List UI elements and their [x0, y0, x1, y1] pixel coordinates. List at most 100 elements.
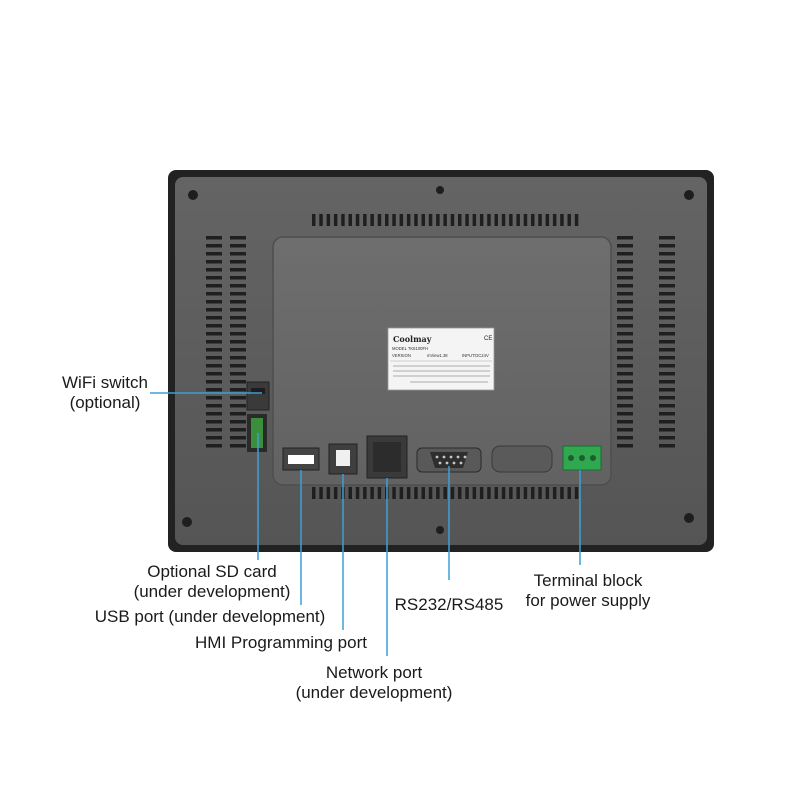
vent-slot	[206, 244, 222, 248]
vent-slot	[206, 252, 222, 256]
vent-slot	[552, 487, 557, 499]
vent-slot	[436, 487, 440, 499]
vent-slot	[617, 356, 633, 360]
vent-slot	[509, 487, 513, 499]
vent-slot	[567, 214, 571, 226]
vent-slot	[659, 284, 675, 288]
vent-slot	[487, 214, 491, 226]
vent-slot	[617, 364, 633, 368]
vent-slot	[560, 214, 564, 226]
vent-slot	[230, 428, 246, 432]
vent-slot	[458, 214, 462, 226]
callout-sd-line2: (under development)	[133, 582, 291, 601]
vent-slot	[465, 214, 469, 226]
vent-slot	[436, 214, 440, 226]
vent-slot	[230, 308, 246, 312]
vent-slot	[617, 380, 633, 384]
svg-text:CE: CE	[484, 336, 492, 342]
vent-slot	[659, 428, 675, 432]
vent-slot	[443, 487, 447, 499]
vent-slot	[230, 388, 246, 392]
vent-slot	[333, 214, 338, 226]
vent-slot	[230, 244, 246, 248]
vent-slot	[545, 487, 550, 499]
vent-slot	[617, 372, 633, 376]
vent-slot	[341, 214, 345, 226]
vent-slot	[617, 308, 633, 312]
vent-slot	[659, 404, 675, 408]
callout-network-line2: (under development)	[295, 683, 453, 702]
vent-slot	[348, 214, 352, 226]
vent-slot	[206, 420, 222, 424]
vent-slot	[206, 276, 222, 280]
usb-port	[282, 447, 320, 471]
callout-terminal-line1: Terminal block	[533, 571, 643, 590]
vent-slot	[659, 292, 675, 296]
vent-slot	[659, 412, 675, 416]
vent-slot	[617, 284, 633, 288]
vent-slot	[574, 487, 579, 499]
case-screws	[182, 186, 694, 534]
vent-slot	[523, 487, 528, 499]
vent-slot	[659, 268, 675, 272]
vent-slot	[333, 487, 338, 499]
vent-slot	[617, 316, 633, 320]
vent-slot	[206, 260, 222, 264]
vent-slot	[230, 444, 246, 448]
vent-slot	[363, 214, 367, 226]
vent-slot	[617, 444, 633, 448]
vent-slot	[538, 487, 542, 499]
leader-lines	[150, 392, 581, 656]
vent-slot	[230, 356, 246, 360]
vent-slot	[230, 396, 246, 400]
vent-slot	[659, 444, 675, 448]
vent-slot	[406, 214, 411, 226]
vent-slot	[617, 340, 633, 344]
right-vents	[617, 236, 675, 448]
vent-slot	[230, 372, 246, 376]
vent-slot	[230, 316, 246, 320]
vent-slot	[531, 487, 535, 499]
vent-slot	[206, 364, 222, 368]
vent-slot	[230, 420, 246, 424]
vent-slot	[659, 396, 675, 400]
vent-slot	[385, 214, 389, 226]
vent-slot	[326, 487, 331, 499]
callout-hmi-port: HMI Programming port	[186, 633, 376, 653]
vent-slot	[659, 340, 675, 344]
vent-slot	[355, 487, 360, 499]
vent-slot	[617, 436, 633, 440]
vent-slot	[414, 487, 418, 499]
vent-slot	[659, 260, 675, 264]
vent-slot	[399, 214, 404, 226]
vent-slot	[230, 332, 246, 336]
vent-slot	[574, 214, 579, 226]
vent-slot	[377, 214, 382, 226]
vent-slot	[617, 244, 633, 248]
vent-slot	[230, 292, 246, 296]
label-version: VERSION	[392, 353, 411, 358]
network-port	[366, 435, 408, 479]
vent-slot	[531, 214, 535, 226]
terminal-block	[562, 445, 602, 471]
vent-slot	[206, 236, 222, 240]
vent-slot	[230, 348, 246, 352]
vent-slot	[659, 380, 675, 384]
vent-slot	[230, 436, 246, 440]
vent-slot	[617, 388, 633, 392]
callout-usb-text: USB port (under development)	[94, 607, 326, 626]
hmi-programming-port	[328, 443, 358, 475]
vent-slot	[355, 214, 360, 226]
vent-slot	[230, 260, 246, 264]
vent-slot	[659, 364, 675, 368]
vent-slot	[659, 324, 675, 328]
vent-slot	[421, 487, 425, 499]
vent-slot	[472, 214, 477, 226]
vent-slot	[230, 284, 246, 288]
blank-connector	[491, 445, 553, 473]
vent-slot	[450, 487, 455, 499]
callout-usb-port: USB port (under development)	[90, 607, 330, 627]
vent-slot	[450, 214, 455, 226]
vent-slot	[206, 300, 222, 304]
callout-terminal-block: Terminal block for power supply	[514, 571, 662, 611]
